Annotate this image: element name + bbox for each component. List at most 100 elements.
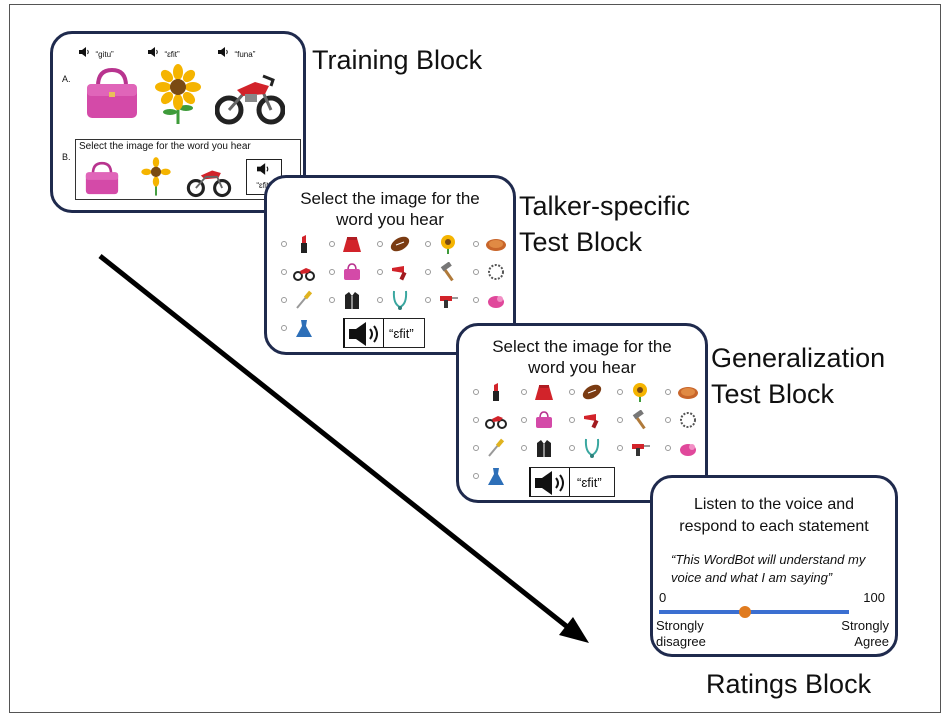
radio-button[interactable] — [281, 269, 287, 275]
pie-icon[interactable] — [677, 382, 699, 402]
radio-button[interactable] — [569, 417, 575, 423]
radio-button[interactable] — [473, 297, 479, 303]
ratings-statement-line2: voice and what I am saying” — [671, 570, 833, 585]
motorcycle-icon[interactable] — [485, 410, 507, 430]
blowdryer-icon[interactable] — [581, 410, 603, 430]
radio-button[interactable] — [281, 241, 287, 247]
motorcycle-icon[interactable] — [293, 262, 315, 282]
football-icon[interactable] — [389, 234, 411, 254]
slider-track[interactable] — [659, 610, 849, 614]
radio-button[interactable] — [473, 389, 479, 395]
training-select-box: Select the image for the word you hear — [75, 139, 301, 200]
football-icon[interactable] — [581, 382, 603, 402]
radio-button[interactable] — [329, 241, 335, 247]
radio-button[interactable] — [329, 269, 335, 275]
talker-image-grid — [267, 178, 513, 352]
sunflower-icon[interactable] — [153, 64, 203, 126]
radio-button[interactable] — [665, 389, 671, 395]
dress-icon[interactable] — [293, 318, 315, 338]
radio-button[interactable] — [473, 417, 479, 423]
scale-min-label: 0 — [659, 590, 667, 605]
radio-button[interactable] — [425, 269, 431, 275]
radio-button[interactable] — [665, 445, 671, 451]
ratings-line1: Listen to the voice and — [693, 496, 855, 513]
training-word-2[interactable]: “ɛfit” — [148, 44, 180, 62]
talker-audio-button[interactable]: “ɛfit” — [343, 318, 425, 348]
radio-button[interactable] — [665, 417, 671, 423]
jacket-icon[interactable] — [533, 438, 555, 458]
gen-heard-word: “ɛfit” — [577, 475, 602, 490]
radio-button[interactable] — [425, 241, 431, 247]
slider-knob[interactable] — [738, 606, 751, 618]
skirt-icon[interactable] — [341, 234, 363, 254]
blowdryer-icon[interactable] — [389, 262, 411, 282]
radio-button[interactable] — [521, 417, 527, 423]
necklace-icon[interactable] — [389, 290, 411, 310]
pink-object-icon[interactable] — [485, 290, 507, 310]
speaker-icon — [218, 47, 228, 57]
screwdriver-icon[interactable] — [293, 290, 315, 310]
purse-icon[interactable] — [82, 158, 122, 198]
talker-heard-word: “ɛfit” — [389, 326, 414, 341]
radio-button[interactable] — [473, 241, 479, 247]
drill-icon[interactable] — [437, 290, 459, 310]
bracelet-icon[interactable] — [485, 262, 507, 282]
jacket-icon[interactable] — [341, 290, 363, 310]
ratings-block-label: Ratings Block — [706, 669, 872, 699]
ratings-panel: Listen to the voice and respond to each … — [650, 475, 898, 657]
sunflower-icon[interactable] — [140, 156, 172, 198]
screwdriver-icon[interactable] — [485, 438, 507, 458]
arrow-shaft — [98, 254, 572, 631]
talker-test-panel: Select the image for the word you hear “… — [264, 175, 516, 355]
radio-button[interactable] — [377, 241, 383, 247]
radio-button[interactable] — [377, 269, 383, 275]
radio-button[interactable] — [329, 297, 335, 303]
pink-object-icon[interactable] — [677, 438, 699, 458]
radio-button[interactable] — [617, 445, 623, 451]
radio-button[interactable] — [473, 473, 479, 479]
radio-button[interactable] — [569, 445, 575, 451]
necklace-icon[interactable] — [581, 438, 603, 458]
training-panel: A. B. “gitu” “ɛfit” “funa” — [50, 31, 306, 213]
progression-arrow — [98, 254, 589, 643]
sunflower-icon[interactable] — [437, 234, 459, 254]
scale-max-label: 100 — [863, 590, 885, 605]
purse-icon[interactable] — [341, 262, 363, 282]
sunflower-icon[interactable] — [629, 382, 651, 402]
training-word-text: “gitu” — [95, 50, 114, 59]
purse-icon[interactable] — [81, 62, 143, 124]
lipstick-icon[interactable] — [485, 382, 507, 402]
radio-button[interactable] — [281, 297, 287, 303]
hammer-icon[interactable] — [437, 262, 459, 282]
rating-slider[interactable] — [659, 606, 849, 618]
row-a-label: A. — [62, 74, 71, 84]
radio-button[interactable] — [281, 325, 287, 331]
bracelet-icon[interactable] — [677, 410, 699, 430]
drill-icon[interactable] — [629, 438, 651, 458]
radio-button[interactable] — [569, 389, 575, 395]
radio-button[interactable] — [425, 297, 431, 303]
motorcycle-icon[interactable] — [186, 158, 232, 198]
training-word-3[interactable]: “funa” — [218, 44, 255, 62]
speaker-icon — [148, 47, 158, 57]
purse-icon[interactable] — [533, 410, 555, 430]
generalization-test-panel: Select the image for the word you hear “… — [456, 323, 708, 503]
skirt-icon[interactable] — [533, 382, 555, 402]
talker-instruction-line2: word you hear — [336, 210, 444, 229]
radio-button[interactable] — [617, 389, 623, 395]
motorcycle-icon[interactable] — [215, 62, 285, 126]
radio-button[interactable] — [521, 445, 527, 451]
radio-button[interactable] — [521, 389, 527, 395]
left-anchor-line2: disagree — [656, 634, 706, 649]
radio-button[interactable] — [473, 269, 479, 275]
hammer-icon[interactable] — [629, 410, 651, 430]
training-word-1[interactable]: “gitu” — [79, 44, 114, 62]
radio-button[interactable] — [377, 297, 383, 303]
radio-button[interactable] — [473, 445, 479, 451]
lipstick-icon[interactable] — [293, 234, 315, 254]
arrow-head — [559, 617, 589, 643]
gen-audio-button[interactable]: “ɛfit” — [529, 467, 615, 497]
radio-button[interactable] — [617, 417, 623, 423]
dress-icon[interactable] — [485, 466, 507, 486]
pie-icon[interactable] — [485, 234, 507, 254]
